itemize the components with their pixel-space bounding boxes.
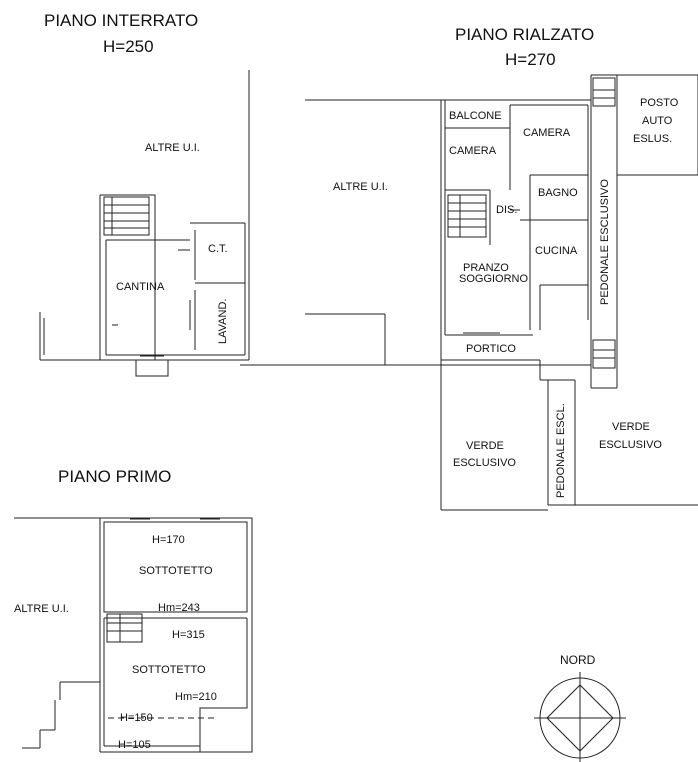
interrato-altre-ui-label: ALTRE U.I. bbox=[145, 142, 200, 154]
cantina-label: CANTINA bbox=[116, 281, 165, 293]
balcone-label: BALCONE bbox=[449, 110, 502, 122]
interrato-height: H=250 bbox=[103, 37, 154, 56]
camera-left-label: CAMERA bbox=[449, 145, 497, 157]
north-label: NORD bbox=[560, 653, 596, 667]
interrato-title: PIANO INTERRATO bbox=[44, 11, 199, 30]
posto-auto-line3: ESLUS. bbox=[633, 133, 673, 145]
verde-left-line2: ESCLUSIVO bbox=[453, 457, 516, 469]
sottotetto-upper-label: SOTTOTETTO bbox=[139, 565, 213, 577]
height-150-label: H=150 bbox=[120, 712, 153, 724]
centrale-termica-label: C.T. bbox=[208, 243, 228, 255]
cucina-label: CUCINA bbox=[535, 245, 578, 257]
bagno-label: BAGNO bbox=[538, 187, 578, 199]
portico-label: PORTICO bbox=[466, 343, 516, 355]
verde-right-line1: VERDE bbox=[612, 421, 650, 433]
north-arrow-icon bbox=[534, 672, 626, 762]
primo-title: PIANO PRIMO bbox=[58, 467, 172, 486]
pedonale-esclusivo-label: PEDONALE ESCLUSIVO bbox=[599, 179, 611, 305]
height-315-label: H=315 bbox=[172, 629, 205, 641]
primo-altre-ui-label: ALTRE U.I. bbox=[14, 603, 69, 615]
pedonale-escl-label: PEDONALE ESCL. bbox=[555, 403, 567, 498]
sottotetto-lower-label: SOTTOTETTO bbox=[132, 664, 206, 676]
pranzo-label: PRANZO bbox=[463, 262, 509, 274]
rialzato-height: H=270 bbox=[505, 50, 556, 69]
camera-right-label: CAMERA bbox=[523, 127, 571, 139]
height-170-label: H=170 bbox=[152, 534, 185, 546]
height-105-label: H=105 bbox=[118, 739, 151, 751]
interrato-plan bbox=[40, 70, 249, 376]
soggiorno-label: SOGGIORNO bbox=[459, 273, 529, 285]
height-hm210-label: Hm=210 bbox=[175, 691, 217, 703]
posto-auto-line1: POSTO bbox=[640, 97, 679, 109]
lavanderia-label: LAVAND. bbox=[217, 298, 229, 344]
verde-right-line2: ESCLUSIVO bbox=[599, 439, 662, 451]
primo-plan bbox=[14, 518, 252, 752]
rialzato-title: PIANO RIALZATO bbox=[455, 25, 595, 44]
height-hm243-label: Hm=243 bbox=[158, 602, 200, 614]
rialzato-altre-ui-label: ALTRE U.I. bbox=[333, 181, 388, 193]
verde-left-line1: VERDE bbox=[466, 440, 504, 452]
posto-auto-line2: AUTO bbox=[642, 115, 673, 127]
rialzato-plan bbox=[240, 75, 698, 510]
disimpegno-label: DIS. bbox=[496, 204, 518, 216]
